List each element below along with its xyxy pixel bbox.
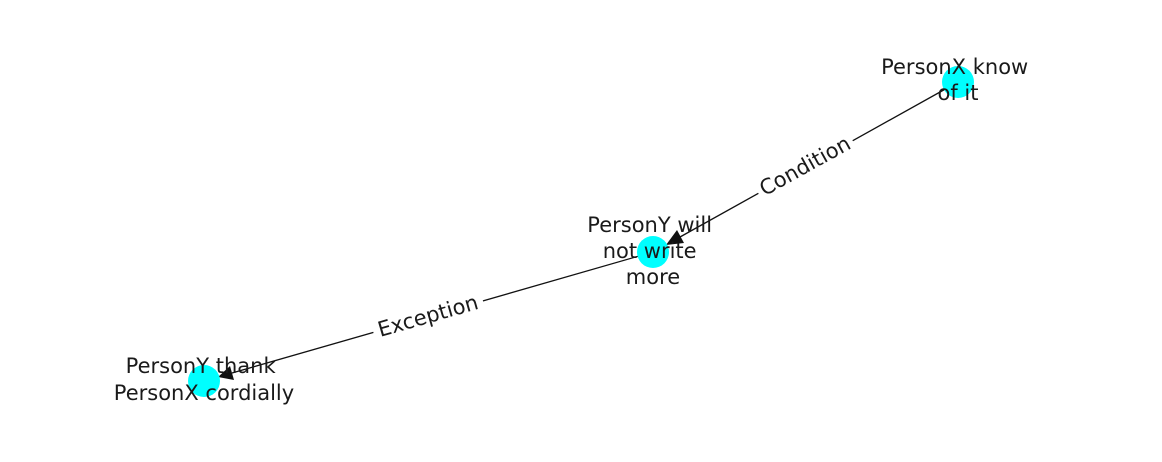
edge-label-condition: Condition <box>755 131 854 201</box>
node-personx-know-of-it: PersonX know of it <box>881 55 1035 105</box>
arrowhead-condition <box>666 230 684 245</box>
node-label-line: PersonY thank <box>126 354 277 378</box>
node-label-line: PersonY will <box>587 213 712 237</box>
node-circle <box>637 236 669 268</box>
node-persony-will-not-write-more: PersonY will not write more <box>587 213 718 289</box>
arrowhead-exception <box>218 366 234 380</box>
edge-exception: Exception <box>218 251 654 380</box>
node-label-line: more <box>626 265 680 289</box>
node-circle <box>942 66 974 98</box>
node-circle <box>188 365 220 397</box>
node-label-line: of it <box>938 81 979 105</box>
node-label-line: PersonX know <box>881 55 1028 79</box>
node-label-line: PersonX cordially <box>114 381 294 405</box>
node-label: PersonY thank PersonX cordially <box>114 354 294 405</box>
edge-label-bg-exception <box>369 285 487 347</box>
node-label-line: not write <box>603 239 697 263</box>
node-label: PersonY will not write more <box>587 213 718 289</box>
node-label: PersonX know of it <box>881 55 1035 105</box>
edge-label-exception: Exception <box>375 290 481 342</box>
edge-label-bg-condition <box>750 126 860 206</box>
node-persony-thank-personx-cordially: PersonY thank PersonX cordially <box>114 354 294 405</box>
